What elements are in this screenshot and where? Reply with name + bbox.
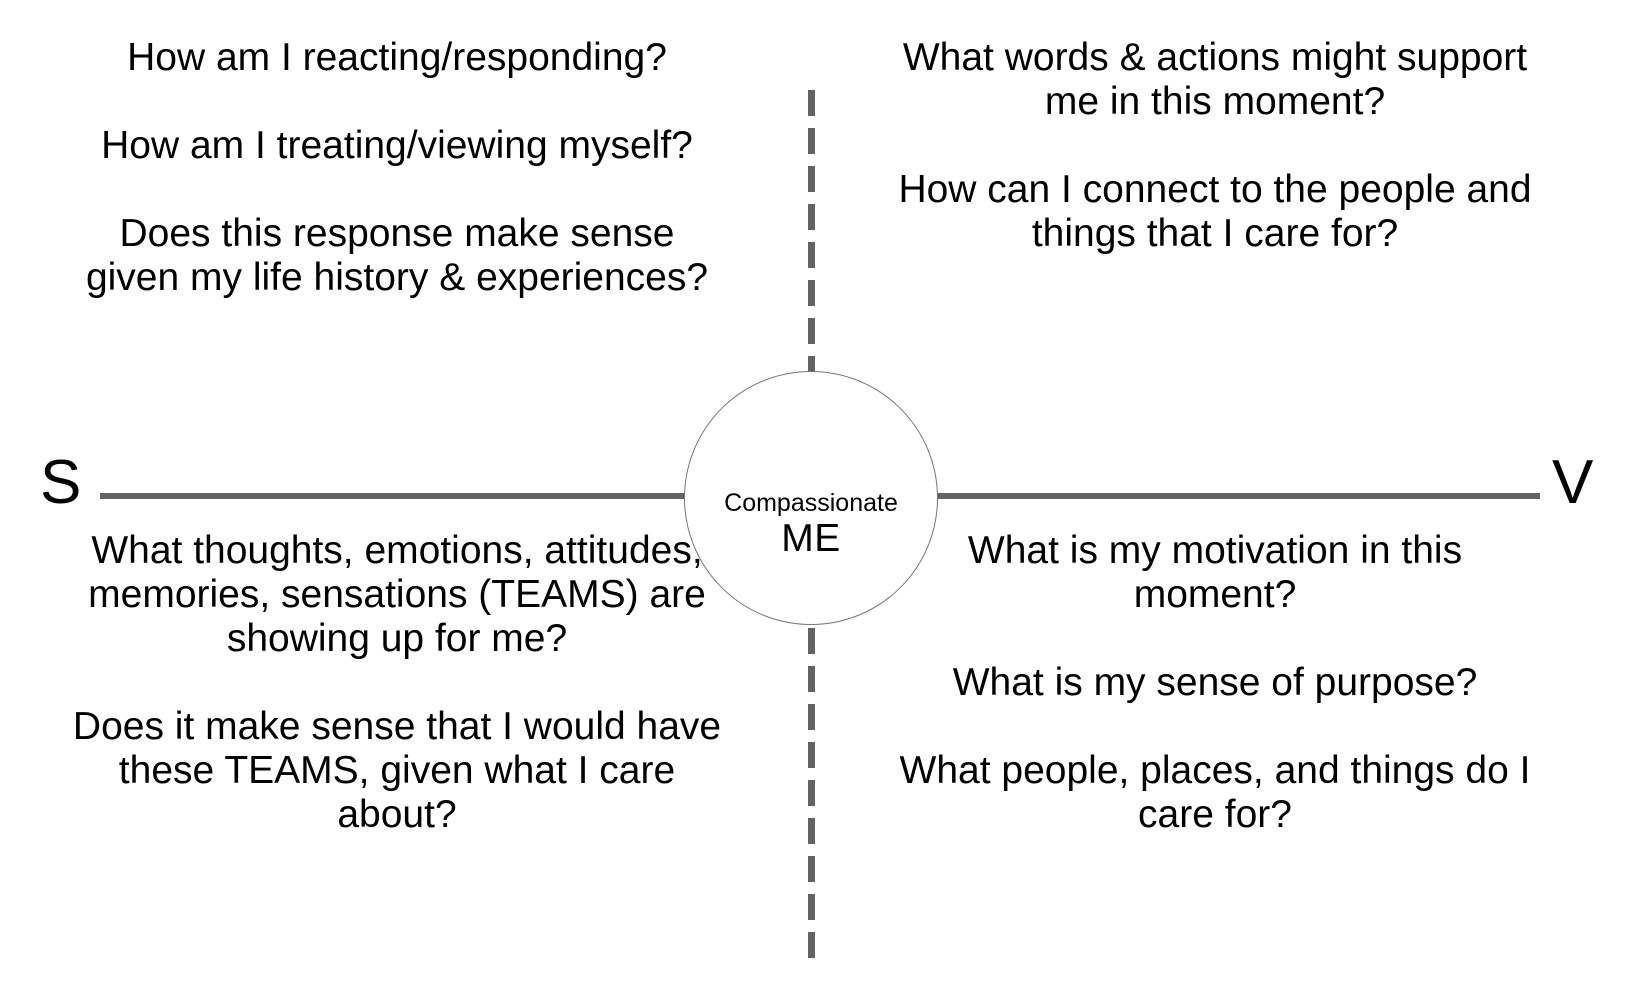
quadrant-bottom-left-prompt-2: Does it make sense that I would have the… [72, 705, 722, 836]
quadrant-bottom-left-prompt-1: What thoughts, emotions, attitudes, memo… [88, 529, 706, 660]
center-circle-top-label: Compassionate [724, 489, 898, 517]
axis-label-right-v: V [1552, 448, 1594, 517]
quadrant-bottom-right: What is my motivation in this moment? Wh… [895, 529, 1535, 837]
quadrant-bottom-right-prompt-2: What is my sense of purpose? [952, 661, 1478, 704]
quadrant-top-left: How am I reacting/responding? How am I t… [72, 36, 722, 300]
quadrant-top-left-prompt-1: How am I reacting/responding? [127, 36, 667, 79]
vertical-axis-line-bottom [808, 628, 815, 960]
quadrant-top-left-prompt-3: Does this response make sense given my l… [85, 212, 709, 299]
quadrant-top-left-prompt-2: How am I treating/viewing myself? [101, 124, 693, 167]
quadrant-top-right-prompt-2: How can I connect to the people and thin… [898, 168, 1532, 255]
quadrant-bottom-right-prompt-3: What people, places, and things do I car… [899, 749, 1531, 836]
center-circle: Compassionate ME [684, 371, 938, 625]
quadrant-bottom-right-prompt-1: What is my motivation in this moment? [967, 529, 1463, 616]
vertical-axis-line-top [808, 90, 815, 374]
quadrant-bottom-left: What thoughts, emotions, attitudes, memo… [72, 529, 722, 837]
quadrant-top-right-prompt-1: What words & actions might support me in… [902, 36, 1528, 123]
axis-label-left-s: S [40, 448, 82, 517]
center-circle-main-label: ME [781, 517, 841, 560]
quadrant-top-right: What words & actions might support me in… [895, 36, 1535, 256]
